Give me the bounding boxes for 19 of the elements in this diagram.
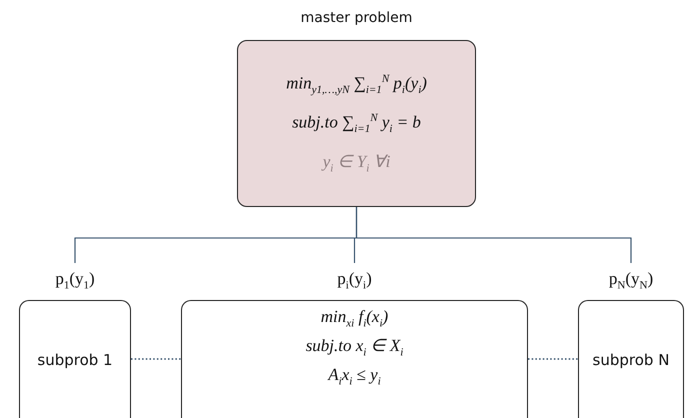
formula: min$_{y1,…,yN}$ ∑$_{i=1}$$^{N}$ p$_{i}$(y$_{i}$): [286, 72, 427, 96]
node-annotation: p$_{N}$(y$_{N}$): [608, 269, 654, 292]
dotted-connector: [131, 358, 181, 360]
formula: A$_{i}$x$_{i}$ ≤ y$_{i}$: [328, 364, 381, 388]
box-label: subprob 1: [37, 350, 113, 368]
tree-connector: [356, 207, 632, 263]
box-label: subprob N: [592, 350, 670, 368]
subproblem-box: [578, 300, 684, 418]
node-annotation: p$_{1}$(y$_{1}$): [55, 269, 95, 292]
subproblem-box: [19, 300, 131, 418]
subproblem-box: [181, 300, 528, 418]
box-heading: master problem: [300, 10, 412, 26]
formula: subj.to ∑$_{i=1}$$^{N}$ y$_{i}$ = b: [292, 112, 421, 135]
master-problem-box: [237, 40, 476, 207]
formula: subj.to x$_{i}$ ∈ X$_{i}$: [306, 335, 404, 359]
formula: y$_{i}$ ∈ Y$_{i}$ ∀i: [322, 150, 390, 174]
formula: min$_{xi}$ f$_{i}$(x$_{i}$): [320, 307, 388, 330]
node-annotation: p$_{i}$(y$_{i}$): [337, 269, 372, 292]
dotted-connector: [528, 358, 578, 360]
